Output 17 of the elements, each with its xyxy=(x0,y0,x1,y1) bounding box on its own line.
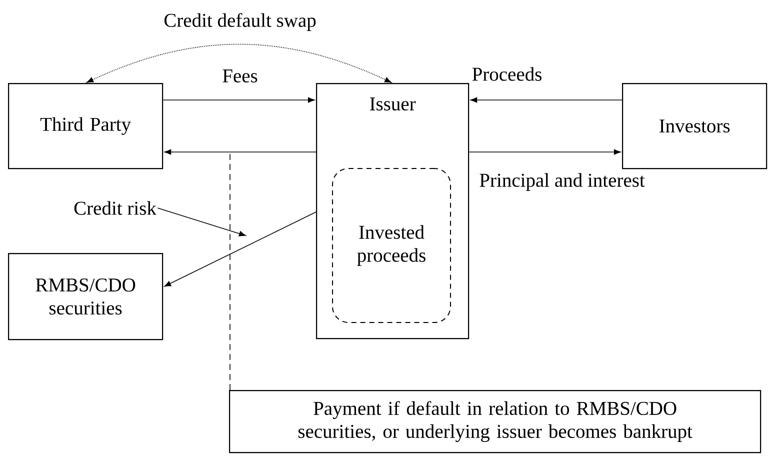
inner-box: Invested proceeds xyxy=(332,168,451,323)
arrow xyxy=(162,97,315,103)
arrow xyxy=(164,149,316,155)
arrow xyxy=(164,212,316,287)
edge-label: Principal and interest xyxy=(480,173,645,191)
securities-box: RMBS/CDO securities xyxy=(8,253,164,340)
note-box: Payment if default in relation to RMBS/CDO securities, or underlying issuer becomes bankrupt xyxy=(229,390,762,454)
edge-label: Credit default swap xyxy=(164,13,316,31)
leader-line xyxy=(157,208,246,236)
callout-text: Credit risk xyxy=(74,201,156,215)
edge-label: Proceeds xyxy=(472,67,542,81)
curved-arrow xyxy=(86,44,392,83)
edge-label: Fees xyxy=(222,70,258,82)
party-box: Investors xyxy=(622,83,768,170)
arrow xyxy=(470,97,622,103)
party-box: Third Party xyxy=(8,83,164,170)
arrow xyxy=(468,149,621,155)
